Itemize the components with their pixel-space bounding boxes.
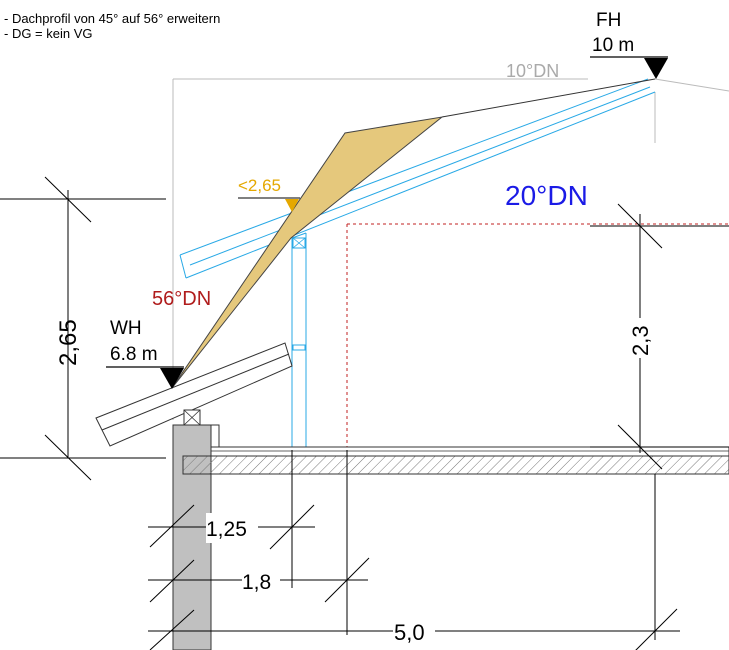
roof-10-label: 10°DN xyxy=(506,61,559,81)
dim-3-bg xyxy=(393,618,435,646)
height-limit-label: <2,65 xyxy=(238,176,281,195)
dimension-label-2: 1,8 xyxy=(242,571,271,594)
roof-56-label: 56°DN xyxy=(152,288,211,310)
height-limit-marker-icon xyxy=(285,199,299,212)
wh-label: WH xyxy=(110,318,142,339)
floor-slab xyxy=(182,455,729,475)
dimension-eave-height xyxy=(0,176,166,481)
note-line-2: - DG = kein VG xyxy=(4,26,93,41)
floor-finish xyxy=(210,446,729,457)
existing-roof-blue xyxy=(179,78,656,450)
roof-extension-56 xyxy=(171,116,444,389)
building-outline xyxy=(172,78,729,420)
fh-value: 10 m xyxy=(592,35,634,56)
rafter-post-mid xyxy=(292,344,306,351)
dimension-room-height-label: 2,3 xyxy=(628,325,653,356)
dimension-label-3: 5,0 xyxy=(394,620,425,645)
room-outline xyxy=(346,223,729,447)
wall-plate-x2 xyxy=(183,409,201,426)
note-line-1: - Dachprofil von 45° auf 56° erweitern xyxy=(4,11,221,26)
dim-1-bg xyxy=(206,513,258,543)
wall-cap xyxy=(210,424,220,448)
dim-2-bg xyxy=(242,567,280,595)
dimension-room-height xyxy=(590,203,729,470)
roof-20-label: 20°DN xyxy=(505,180,588,211)
wh-marker-icon xyxy=(160,368,184,389)
dimension-label-1: 1,25 xyxy=(206,518,247,541)
dimension-eave-height-label: 2,65 xyxy=(55,319,82,366)
dimension-room-height-bg xyxy=(626,318,654,358)
roof-ridge-line xyxy=(441,78,656,118)
fh-marker-icon xyxy=(644,58,668,79)
rafter-post-top xyxy=(292,237,306,249)
wh-value: 6.8 m xyxy=(110,344,158,365)
fh-label: FH xyxy=(596,10,621,31)
eave-rafter xyxy=(95,342,293,447)
eave-rafter-inner xyxy=(101,353,290,431)
rafter-post-top-x2 xyxy=(292,237,306,249)
